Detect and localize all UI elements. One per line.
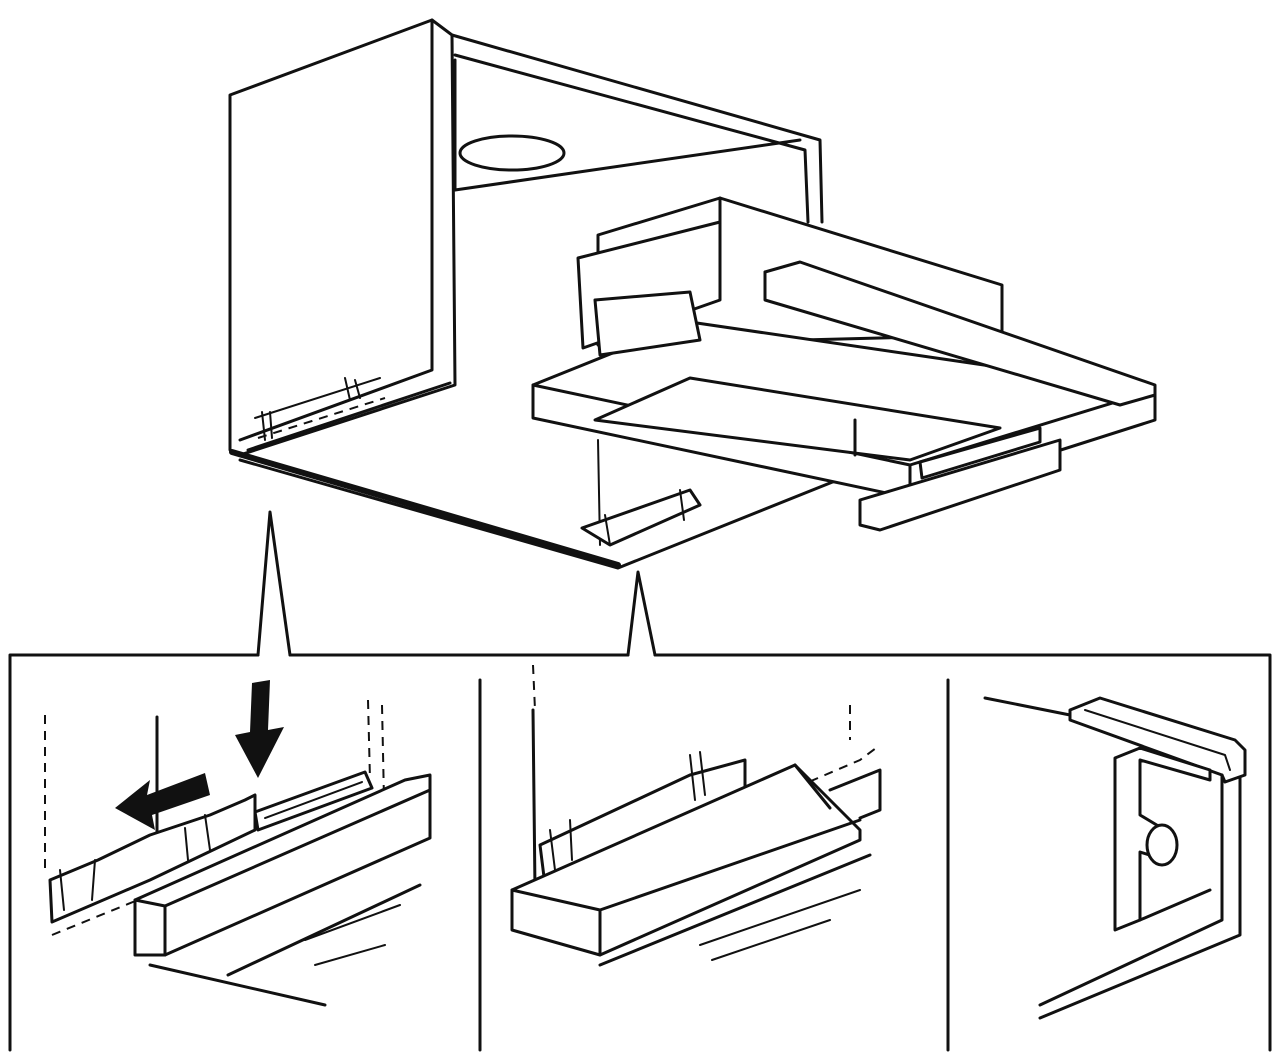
clip-pin <box>1145 823 1179 867</box>
rear-bracket-main <box>580 488 702 547</box>
cabinet-with-telescopic-hood <box>228 18 1157 570</box>
hood-underside <box>858 438 1062 532</box>
hood-slide-tray <box>531 260 1157 500</box>
callout-right <box>626 570 657 657</box>
detail-front-bracket-slide <box>44 680 432 1007</box>
arrow-down-icon <box>235 680 284 778</box>
detail-frame <box>8 653 1272 1052</box>
arrow-left-icon <box>115 773 210 830</box>
detail-side-clip <box>983 696 1247 1020</box>
callout-left <box>256 510 292 657</box>
front-bracket-main <box>254 377 386 441</box>
duct-hole <box>458 134 566 172</box>
detail-rear-bracket <box>510 664 882 967</box>
cabinet-top-panel <box>450 33 824 224</box>
